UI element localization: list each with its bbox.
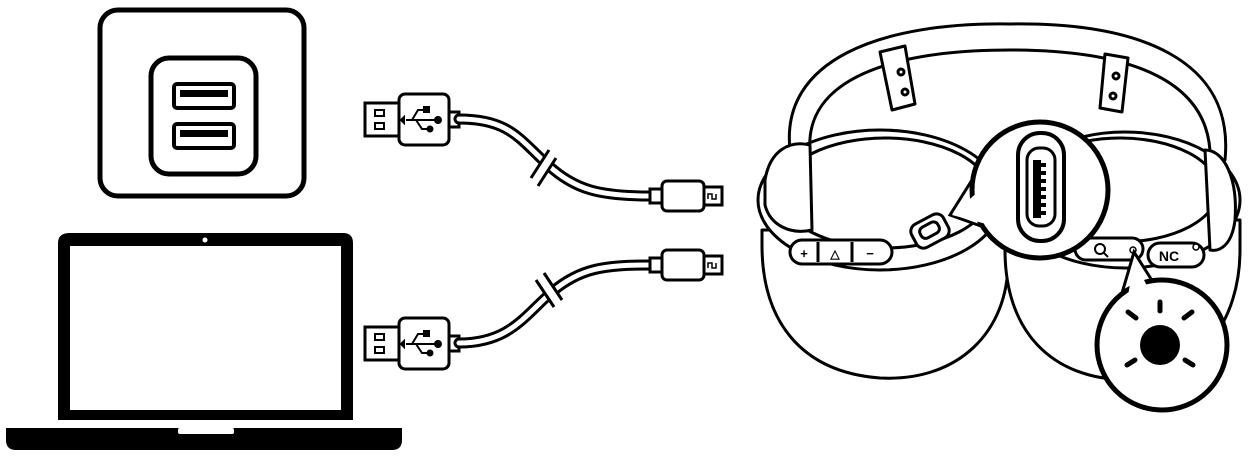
mic-dot bbox=[1192, 243, 1200, 251]
micro-usb-plug-icon bbox=[648, 179, 724, 213]
play-button-label: △ bbox=[829, 247, 840, 261]
usb-port-top bbox=[172, 82, 236, 110]
usb-cable-bottom bbox=[363, 248, 724, 371]
usb-trident-icon bbox=[399, 330, 442, 357]
usb-cable-top bbox=[363, 92, 724, 213]
volume-up-label: + bbox=[800, 246, 808, 261]
led-indicator-icon bbox=[1094, 248, 1230, 413]
headband-slider-left bbox=[878, 44, 917, 112]
usb-port-bottom bbox=[172, 122, 236, 150]
usb-a-plug-icon bbox=[363, 316, 461, 371]
usb-a-plug-icon bbox=[363, 92, 461, 147]
usb-trident-icon bbox=[399, 106, 442, 133]
webcam-icon bbox=[202, 237, 208, 243]
micro-usb-plug-icon bbox=[648, 248, 724, 282]
charging-port-icon bbox=[909, 212, 951, 250]
cable-break-mark bbox=[529, 149, 558, 187]
usb-charger-icon bbox=[97, 7, 307, 199]
charging-port-zoom-icon bbox=[947, 119, 1111, 261]
cable-break-mark bbox=[534, 272, 564, 308]
power-button-icon bbox=[1094, 243, 1109, 258]
volume-buttons bbox=[788, 238, 894, 266]
laptop-icon bbox=[6, 233, 402, 450]
laptop-notch bbox=[178, 428, 234, 434]
headband-slider-right bbox=[1098, 52, 1130, 114]
volume-down-label: − bbox=[866, 246, 874, 261]
nc-button-label: NC bbox=[1159, 248, 1179, 264]
